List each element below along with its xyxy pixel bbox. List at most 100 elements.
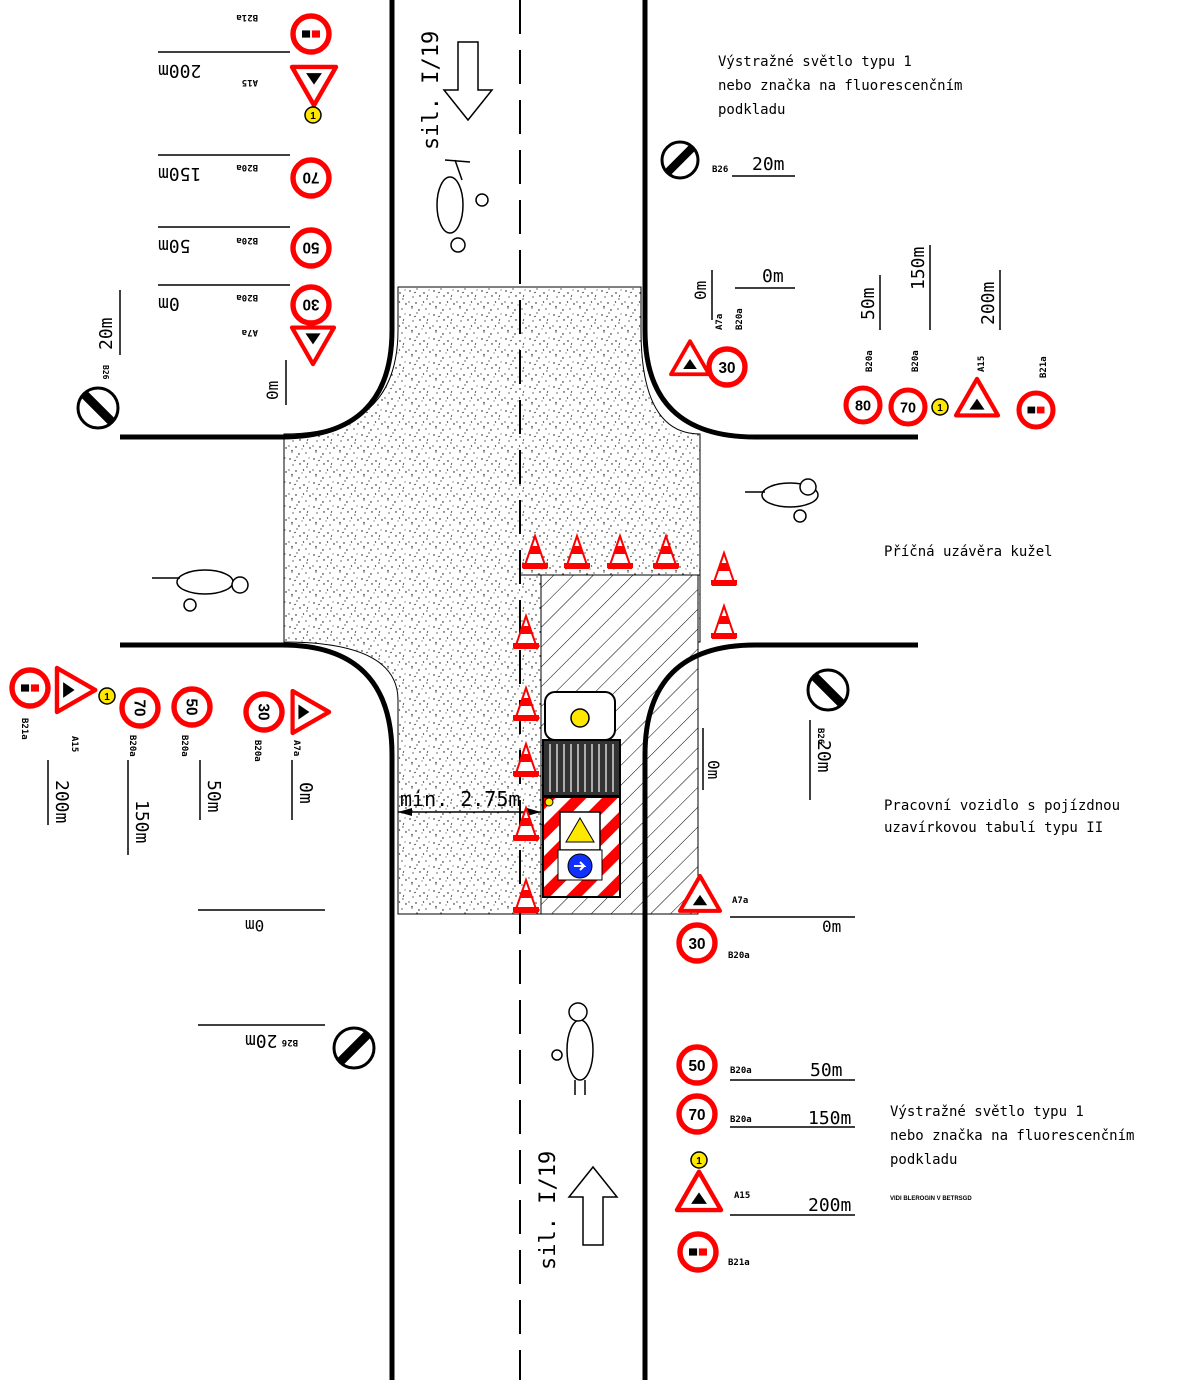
traffic-cone [513,740,539,777]
note-warning-light-bottom: Výstražné světlo typu 1 nebo značka na f… [890,1104,1134,1168]
svg-text:30: 30 [254,703,271,720]
sign-code-label: B20a [728,951,750,961]
warning-sign [289,64,339,108]
sign-code-label: B26 [712,165,728,175]
speed-limit-sign: 50 [290,227,332,269]
sign-code-label: B26 [282,1037,298,1047]
svg-text:nebo značka na fluorescenčním: nebo značka na fluorescenčním [718,78,962,94]
warning-light-icon: 1 [304,106,322,124]
motorcycle-icon [436,159,489,253]
speed-limit-sign: 30 [676,922,718,964]
distance-label: 20m [752,154,785,175]
traffic-cone [513,876,539,913]
distance-label: 0m [822,917,841,936]
svg-text:70: 70 [302,168,319,185]
speed-limit-sign: 70 [290,157,332,199]
sign-code-label: A15 [242,77,258,87]
sign-code-label: B20a [179,735,189,757]
no-overtaking-sign [677,1231,719,1273]
sign-code-label: B20a [236,162,258,172]
sign-code-label: B20a [236,235,258,245]
sign-code-label: A7a [291,740,301,756]
sign-code-label: B21a [1039,356,1049,378]
sign-code-label: B20a [730,1115,752,1125]
speed-limit-sign: 30 [706,346,748,388]
sign-code-label: B26 [101,365,110,380]
sign-code-label: B21a [19,718,29,740]
distance-label: 0m [158,293,180,314]
svg-text:1: 1 [310,111,316,122]
warning-sign [290,688,332,736]
warning-light-icon: 1 [98,687,116,705]
distance-label: 20m [245,1030,278,1051]
svg-text:1: 1 [104,692,110,703]
svg-text:1: 1 [696,1156,702,1167]
svg-text:70: 70 [130,699,147,716]
distance-label: 50m [858,287,879,320]
svg-text:50: 50 [302,238,319,255]
sign-code-label: B20a [730,1066,752,1076]
distance-label: 20m [813,740,834,773]
distance-label: 200m [978,282,999,325]
cone-group [513,532,737,913]
no-overtaking-sign [1016,390,1056,430]
traffic-cone [513,612,539,649]
sign-code-label: A15 [69,736,79,752]
svg-text:podkladu: podkladu [890,1152,957,1168]
sign-code-label: B21a [236,12,258,22]
distance-lines [47,51,1001,1216]
sign-code-label: B20a [865,350,875,372]
traffic-cone [522,532,548,569]
svg-text:nebo značka na fluorescenčním: nebo značka na fluorescenčním [890,1128,1134,1144]
svg-text:70: 70 [900,400,916,416]
note-small-caption: VIDI BLEROGIN V BETRSGD [890,1196,972,1202]
svg-text:50: 50 [182,698,199,715]
speed-limit-sign: 70 [119,687,161,729]
speed-limit-sign: 30 [290,284,332,326]
warning-light-icon: 1 [931,398,949,416]
svg-text:80: 80 [855,398,871,414]
distance-label: 50m [158,235,191,256]
distance-label: 50m [810,1060,843,1081]
traffic-cone [711,602,737,639]
svg-text:Výstražné světlo typu 1: Výstražné světlo typu 1 [890,1104,1084,1120]
sign-code-label: A7a [732,896,748,906]
svg-text:30: 30 [718,360,735,377]
sign-code-label: B26 [815,728,825,744]
svg-text:podkladu: podkladu [718,102,785,118]
warning-sign [953,376,1001,418]
width-label: min. 2.75m [400,787,520,811]
traffic-cone [711,549,737,586]
speed-limit-sign: 30 [243,691,285,733]
distance-label: 200m [808,1195,851,1216]
sign-code-label: A7a [715,314,725,330]
end-of-restrictions-sign [660,140,700,180]
note-cone-closure: Příčná uzávěra kužel [884,544,1053,560]
sign-code-label: A15 [977,356,987,372]
distance-label: 150m [131,800,152,843]
road-name-bottom: sil. I/19 [536,1151,561,1270]
distance-label: 150m [158,163,201,184]
warning-sign [674,1169,724,1213]
note-work-vehicle: Pracovní vozidlo s pojízdnou uzavírkovou… [884,798,1120,836]
distance-label: 200m [158,60,201,81]
traffic-cone [513,804,539,841]
end-of-restrictions-sign [806,668,850,712]
arrow-up-icon [567,1165,619,1246]
traffic-cone [607,532,633,569]
sign-code-label: A7a [242,327,258,337]
speed-limit-sign: 50 [676,1044,718,1086]
distance-label: 50m [203,780,224,813]
pedestrian-icon [551,1002,594,1095]
sign-code-label: B20a [735,308,745,330]
distance-label: 200m [51,780,72,823]
no-overtaking-sign [290,13,332,55]
sign-code-label: B20a [252,740,262,762]
svg-text:30: 30 [688,936,705,953]
road-name-top: sil. I/19 [419,31,444,150]
end-of-restrictions-sign [332,1026,376,1070]
svg-text:70: 70 [688,1107,705,1124]
sign-code-label: B21a [728,1258,750,1268]
end-of-restrictions-sign [76,386,120,430]
warning-sign [669,339,711,377]
